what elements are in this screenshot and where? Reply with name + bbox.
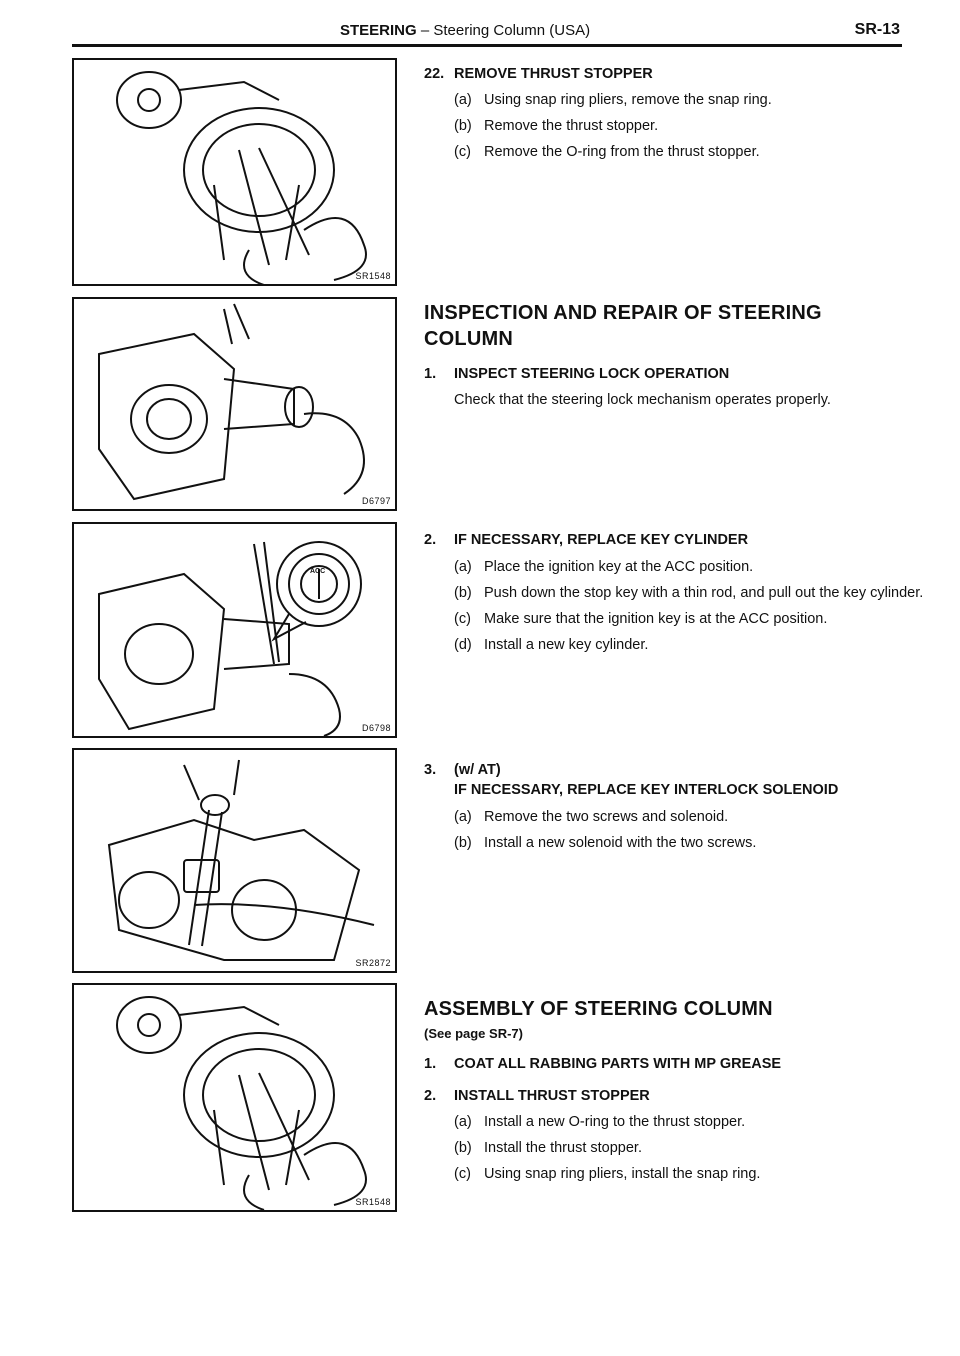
sub-step-text: Remove the O-ring from the thrust stoppe… [484,144,760,160]
step-indent [424,780,454,800]
assembly-section: ASSEMBLY OF STEERING COLUMN (See page SR… [424,996,924,1184]
acc-badge: ACC [310,568,326,575]
step-number: 3. [424,762,437,778]
see-page-reference: (See page SR-7) [424,1026,523,1041]
sub-step-text: Using snap ring pliers, remove the snap … [484,92,772,108]
sub-step: (a) Using snap ring pliers, remove the s… [454,90,924,110]
sub-step: (b) Push down the stop key with a thin r… [454,583,924,603]
sub-step-label: (b) [454,835,472,851]
figure-snap-ring-install: SR1548 [72,983,397,1212]
figure-interlock-solenoid: SR2872 [72,748,397,973]
page-header: STEERING – Steering Column (USA) SR-13 [72,20,902,47]
figure-code: D6798 [361,723,391,733]
step-title: INSPECT STEERING LOCK OPERATION [454,366,730,382]
figure-steering-lock: D6797 [72,297,397,511]
sub-step-label: (a) [454,809,472,825]
steering-lock-illustration [98,303,365,501]
snap-ring-pliers-illustration [116,71,367,284]
page-number: SR-13 [854,21,900,38]
sub-step-label: (a) [454,559,472,575]
interlock-solenoid-illustration [107,759,375,961]
snap-ring-pliers-illustration [116,996,367,1210]
header-rule [72,44,902,47]
sub-step-label: (a) [454,92,472,108]
step-number: 1. [424,1056,437,1072]
step-heading: 1. INSPECT STEERING LOCK OPERATION [424,364,924,384]
figure-key-cylinder: ACC D6798 [72,522,397,738]
sub-step-label: (b) [454,118,472,134]
header-title-rest: – Steering Column (USA) [416,22,591,39]
header-title: STEERING – Steering Column (USA) [340,22,590,39]
sub-step: (a) Install a new O-ring to the thrust s… [454,1112,924,1132]
step-note: Check that the steering lock mechanism o… [454,392,831,408]
sub-step-text: Install a new O-ring to the thrust stopp… [484,1114,746,1130]
key-cylinder-section: 2. IF NECESSARY, REPLACE KEY CYLINDER (a… [424,530,924,655]
header-title-bold: STEERING [340,22,417,39]
sub-step: (b) Install a new solenoid with the two … [454,833,924,853]
figure-snap-ring-removal: SR1548 [72,58,397,286]
sub-step-text: Push down the stop key with a thin rod, … [484,585,924,601]
sub-step: (c) Make sure that the ignition key is a… [454,609,924,629]
sub-step-text: Install the thrust stopper. [484,1140,642,1156]
sub-step-label: (c) [454,611,471,627]
step-title: IF NECESSARY, REPLACE KEY INTERLOCK SOLE… [454,782,839,798]
sub-step-label: (d) [454,637,472,653]
remove-thrust-stopper-section: 22. REMOVE THRUST STOPPER (a) Using snap… [424,64,924,162]
step-heading: 3. (w/ AT) [424,760,924,780]
sub-step-label: (c) [454,1166,471,1182]
step-number: 2. [424,1088,437,1104]
sub-step: (a) Remove the two screws and solenoid. [454,807,924,827]
sub-step-text: Install a new solenoid with the two scre… [484,835,757,851]
step-title: INSTALL THRUST STOPPER [454,1088,650,1104]
step-heading-line2: IF NECESSARY, REPLACE KEY INTERLOCK SOLE… [424,780,924,800]
step-heading: 2. IF NECESSARY, REPLACE KEY CYLINDER [424,530,924,550]
sub-step: (b) Install the thrust stopper. [454,1138,924,1158]
sub-step-label: (c) [454,144,471,160]
figure-code: SR1548 [355,271,391,281]
step-number: 22. [424,66,445,82]
step-number: 1. [424,366,437,382]
step-title: COAT ALL RABBING PARTS WITH MP GREASE [454,1056,782,1072]
step-heading: 2. INSTALL THRUST STOPPER [424,1086,924,1106]
step-title: (w/ AT) [454,762,501,778]
sub-step: (b) Remove the thrust stopper. [454,116,924,136]
sub-step-text: Remove the thrust stopper. [484,118,659,134]
figure-code: SR2872 [355,958,391,968]
section-title-line2: COLUMN [424,328,513,350]
inspection-section: INSPECTION AND REPAIR OF STEERING COLUMN… [424,300,924,410]
interlock-solenoid-section: 3. (w/ AT) IF NECESSARY, REPLACE KEY INT… [424,760,924,853]
sub-step: (c) Using snap ring pliers, install the … [454,1164,924,1184]
section-title-line1: INSPECTION AND REPAIR OF STEERING [424,302,822,324]
key-cylinder-illustration [98,541,362,736]
sub-step-text: Place the ignition key at the ACC positi… [484,559,754,575]
sub-step-text: Using snap ring pliers, install the snap… [484,1166,761,1182]
step-number: 2. [424,532,437,548]
figure-code: SR1548 [355,1197,391,1207]
sub-step-label: (a) [454,1114,472,1130]
step-heading: 22. REMOVE THRUST STOPPER [424,64,924,84]
sub-step-label: (b) [454,1140,472,1156]
step-title: IF NECESSARY, REPLACE KEY CYLINDER [454,532,749,548]
sub-step: (a) Place the ignition key at the ACC po… [454,557,924,577]
sub-step-text: Remove the two screws and solenoid. [484,809,729,825]
sub-step-text: Install a new key cylinder. [484,637,649,653]
figure-code: D6797 [361,496,391,506]
step-title: REMOVE THRUST STOPPER [454,66,653,82]
sub-step: (c) Remove the O-ring from the thrust st… [454,142,924,162]
section-title: ASSEMBLY OF STEERING COLUMN [424,998,773,1020]
sub-step-label: (b) [454,585,472,601]
sub-step: (d) Install a new key cylinder. [454,635,924,655]
sub-step-text: Make sure that the ignition key is at th… [484,611,828,627]
step-heading: 1. COAT ALL RABBING PARTS WITH MP GREASE [424,1054,924,1074]
